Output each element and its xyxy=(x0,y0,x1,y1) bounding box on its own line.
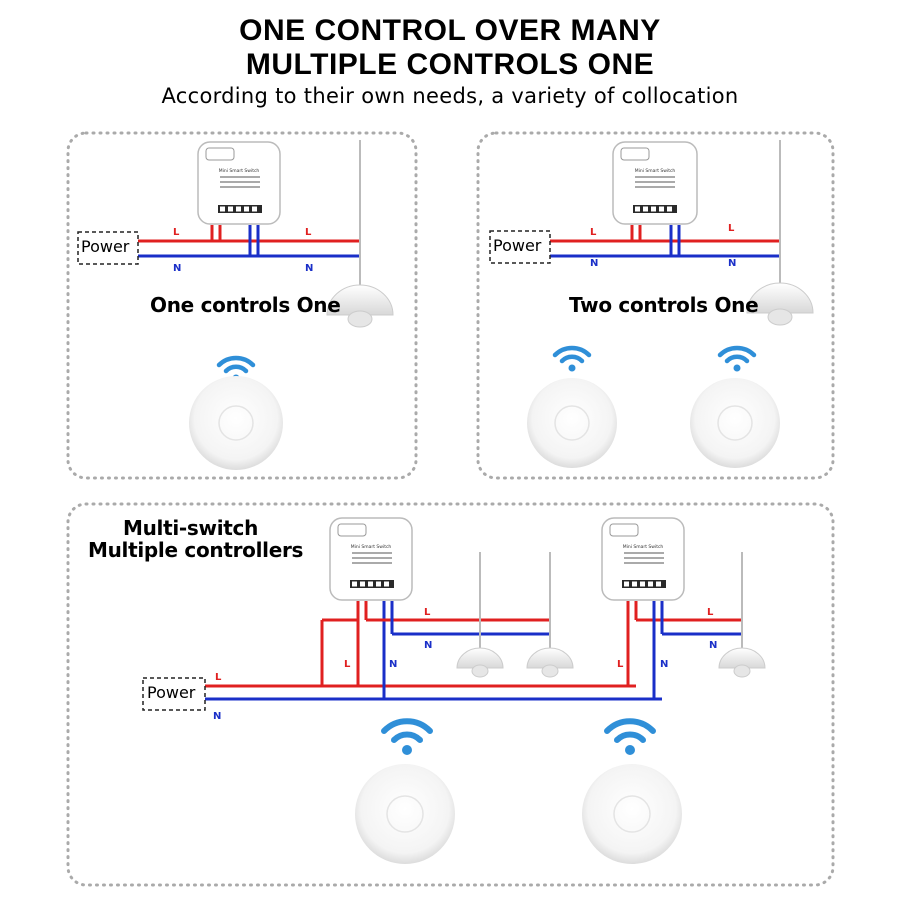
wire-label-live: L xyxy=(215,672,222,683)
power-box xyxy=(489,230,551,264)
wire-label-neutral: N xyxy=(424,640,432,651)
panel-one-label: One controls One xyxy=(150,293,341,317)
panel-two-border xyxy=(476,131,835,480)
pendant-lamp xyxy=(718,647,766,678)
panel-multi-border xyxy=(66,502,835,887)
module-brand-text: Mini Smart Switch xyxy=(623,544,664,550)
power-box xyxy=(77,231,139,265)
module-brand-text: Mini Smart Switch xyxy=(219,168,260,174)
wire-label-neutral: N xyxy=(590,258,598,269)
remote-button xyxy=(690,378,780,468)
wire-label-neutral: N xyxy=(389,659,397,670)
pendant-lamp xyxy=(526,647,574,678)
wire-label-live: L xyxy=(344,659,351,670)
wire-label-neutral: N xyxy=(709,640,717,651)
remote-button xyxy=(355,764,455,864)
wire-label-live: L xyxy=(424,607,431,618)
page-title-line1: ONE CONTROL OVER MANY xyxy=(239,14,661,47)
panel-multi-wiring: L N L N L N L N L N xyxy=(205,552,743,722)
wire-label-live: L xyxy=(617,659,624,670)
multi-switch-module-2: Mini Smart Switch xyxy=(601,517,685,601)
wire-label-neutral: N xyxy=(173,263,181,274)
panel-one-border xyxy=(66,131,418,480)
wire-label-neutral: N xyxy=(728,258,736,269)
wifi-icon xyxy=(717,345,757,372)
pendant-lamp xyxy=(326,284,394,328)
page-title-line2: MULTIPLE CONTROLS ONE xyxy=(245,48,655,81)
page-subtitle: According to their own needs, a variety … xyxy=(161,84,739,108)
remote-button xyxy=(582,764,682,864)
wire-label-live: L xyxy=(305,227,312,238)
wire-label-live: L xyxy=(728,223,735,234)
power-box xyxy=(142,677,206,711)
pendant-lamp xyxy=(746,282,814,326)
wire-label-neutral: N xyxy=(305,263,313,274)
power-label: Power xyxy=(493,236,542,255)
panel-one-switch-module: Mini Smart Switch xyxy=(197,141,281,225)
wire-label-live: L xyxy=(590,227,597,238)
wire-label-live: L xyxy=(707,607,714,618)
panel-two-switch-module: Mini Smart Switch xyxy=(612,141,698,225)
panel-one-wiring: L L N N xyxy=(138,140,361,285)
power-label: Power xyxy=(147,683,196,702)
pendant-lamp xyxy=(456,647,504,678)
panel-two-label: Two controls One xyxy=(569,293,759,317)
remote-button xyxy=(189,376,283,470)
remote-button xyxy=(527,378,617,468)
panel-multi-label-line2: Multiple controllers xyxy=(88,538,304,562)
module-brand-text: Mini Smart Switch xyxy=(635,168,676,174)
wire-label-live: L xyxy=(173,227,180,238)
module-brand-text: Mini Smart Switch xyxy=(351,544,392,550)
wifi-icon xyxy=(552,345,592,372)
panel-multi-label-line1: Multi-switch xyxy=(123,516,259,540)
panel-two-wiring: L L N N xyxy=(550,140,781,283)
wire-label-neutral: N xyxy=(213,711,221,722)
wifi-icon xyxy=(381,718,433,755)
multi-switch-module-1: Mini Smart Switch xyxy=(329,517,413,601)
power-label: Power xyxy=(81,237,130,256)
wire-label-neutral: N xyxy=(660,659,668,670)
wifi-icon xyxy=(604,718,656,755)
